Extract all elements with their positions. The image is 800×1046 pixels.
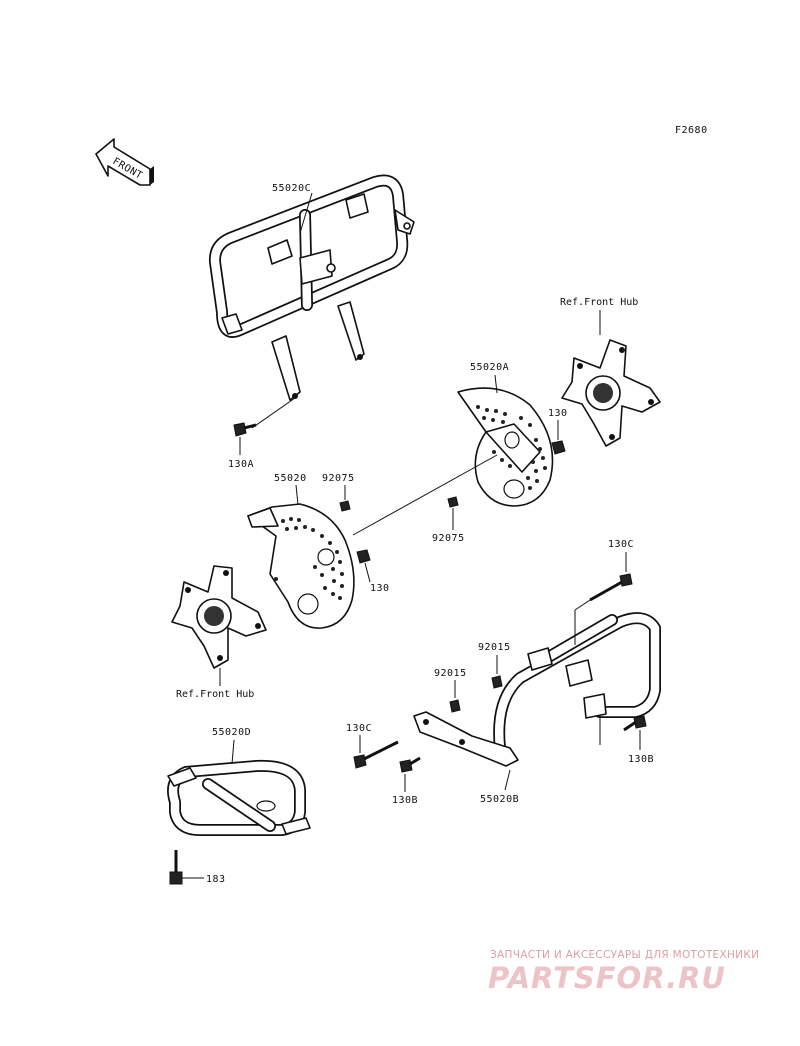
part-55020B-frame — [413, 612, 661, 767]
part-55020D-frame — [167, 759, 311, 836]
nut-92075-top — [339, 500, 351, 512]
watermark-logo: PARTSFOR.RU — [488, 961, 726, 995]
label-130B-right: 130B — [628, 754, 654, 765]
label-55020C: 55020C — [272, 183, 311, 194]
bolt-130-right — [551, 440, 566, 455]
front-arrow-icon: FRONT — [95, 138, 154, 186]
bolt-183 — [169, 850, 183, 885]
label-130C-top: 130C — [608, 539, 634, 550]
label-55020A: 55020A — [470, 362, 509, 373]
label-92015-mid: 92015 — [434, 668, 467, 679]
label-55020D: 55020D — [212, 727, 251, 738]
part-55020-guard — [247, 503, 355, 629]
label-130C-left: 130C — [346, 723, 372, 734]
watermark-tagline: ЗАПЧАСТИ И АКСЕССУАРЫ ДЛЯ МОТОТЕХНИКИ — [490, 949, 760, 961]
diagram-code: F2680 — [675, 125, 708, 136]
label-130A: 130A — [228, 459, 254, 470]
bolt-130B-right — [623, 715, 647, 732]
part-55020A-guard — [457, 387, 554, 507]
ref-front-hub-left: Ref.Front Hub — [176, 689, 254, 700]
label-92015-top: 92015 — [478, 642, 511, 653]
label-55020: 55020 — [274, 473, 307, 484]
ref-front-hub-right: Ref.Front Hub — [560, 297, 638, 308]
label-130-right: 130 — [548, 408, 568, 419]
bolt-130A — [233, 422, 257, 437]
bolt-130B-left — [399, 756, 421, 773]
bolt-130C-top — [589, 573, 633, 602]
label-92075-top: 92075 — [322, 473, 355, 484]
label-130-left: 130 — [370, 583, 390, 594]
label-55020B: 55020B — [480, 794, 519, 805]
front-hub-left — [171, 565, 267, 669]
front-hub-right — [561, 339, 661, 447]
bolt-130C-left — [353, 740, 399, 769]
nut-92075-bottom — [447, 496, 459, 508]
label-183: 183 — [206, 874, 226, 885]
nut-92015-mid — [449, 699, 461, 713]
part-55020C-frame — [208, 174, 415, 401]
label-130B-left: 130B — [392, 795, 418, 806]
label-92075-bottom: 92075 — [432, 533, 465, 544]
bolt-130-left — [356, 549, 371, 564]
nut-92015-top — [491, 675, 503, 689]
